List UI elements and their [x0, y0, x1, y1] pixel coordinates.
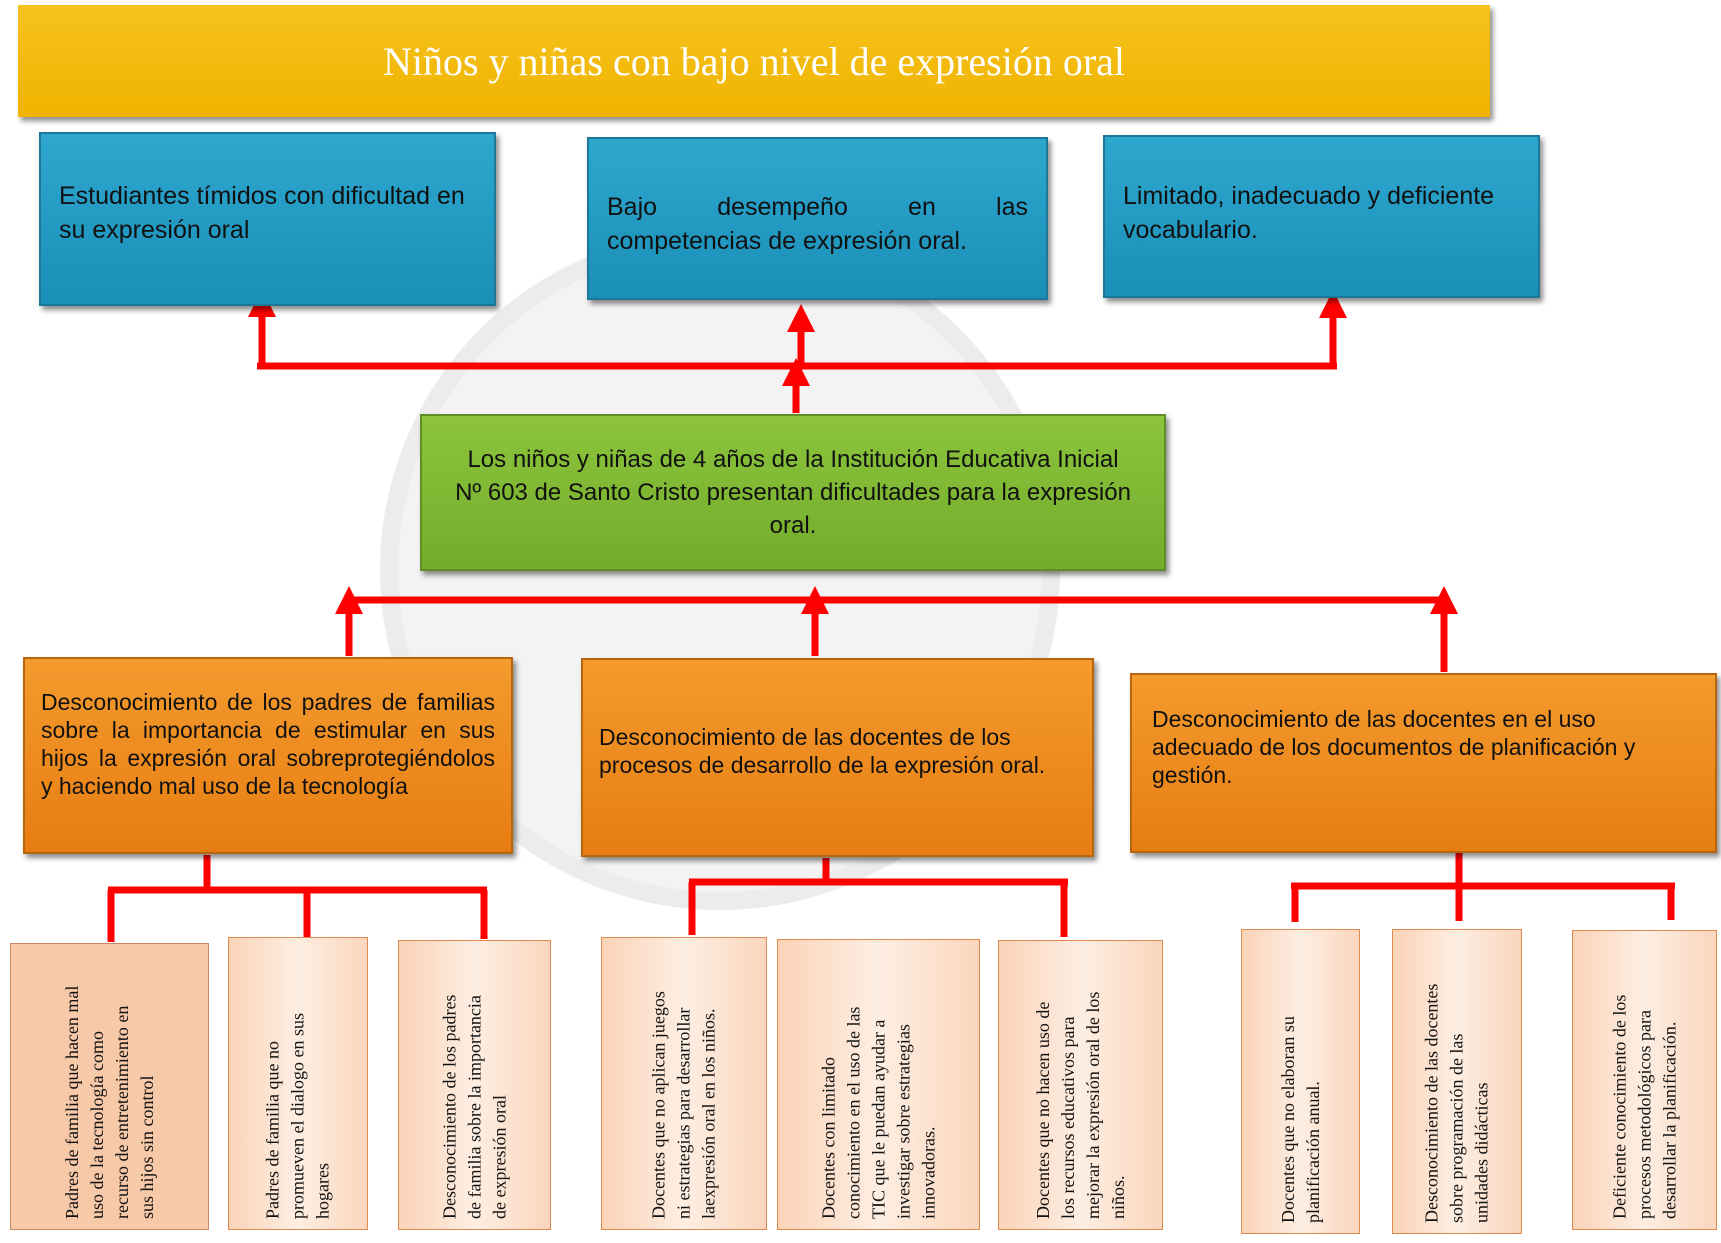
cause-box-1: Desconocimiento de los padres de familia… — [23, 657, 513, 854]
sub-cause-text-3: Desconocimiento de los padres de familia… — [439, 994, 509, 1219]
sub-cause-text-8: Desconocimiento de las docentes sobre pr… — [1421, 983, 1492, 1223]
effect-box-1: Estudiantes tímidos con dificultad en su… — [39, 132, 496, 306]
effect-box-3: Limitado, inadecuado y deficiente vocabu… — [1103, 135, 1540, 298]
sub-cause-box-9: Deficiente conocimiento de los procesos … — [1572, 930, 1717, 1230]
sub-cause-text-9: Deficiente conocimiento de los procesos … — [1609, 994, 1679, 1219]
sub-cause-text-7: Docentes que no elaboran su planificació… — [1277, 1016, 1323, 1223]
sub-cause-box-1: Padres de familia que hacen mal uso de l… — [10, 943, 209, 1230]
sub-cause-box-4: Docentes que no aplican juegos ni estrat… — [601, 937, 767, 1230]
sub-cause-box-6: Docentes que no hacen uso de los recurso… — [998, 940, 1163, 1230]
sub-cause-text-6: Docentes que no hacen uso de los recurso… — [1032, 991, 1128, 1219]
sub-cause-text-2: Padres de familia que no promueven el di… — [262, 1013, 333, 1219]
effect-text-1: Estudiantes tímidos con dificultad en su… — [59, 182, 465, 244]
cause-text-3: Desconocimiento de las docentes en el us… — [1152, 706, 1636, 788]
title-banner: Niños y niñas con bajo nivel de expresió… — [18, 5, 1490, 117]
cause-text-1: Desconocimiento de los padres de familia… — [41, 689, 495, 799]
sub-cause-text-5: Docentes con limitado conocimiento en el… — [818, 1006, 938, 1219]
cause-text-2: Desconocimiento de las docentes de los p… — [599, 724, 1046, 778]
sub-cause-box-8: Desconocimiento de las docentes sobre pr… — [1392, 929, 1522, 1234]
sub-cause-box-3: Desconocimiento de los padres de familia… — [398, 940, 551, 1230]
sub-cause-box-7: Docentes que no elaboran su planificació… — [1241, 929, 1360, 1234]
central-problem-box: Los niños y niñas de 4 años de la Instit… — [420, 414, 1166, 571]
sub-cause-text-1: Padres de familia que hacen mal uso de l… — [61, 985, 157, 1219]
effect-text-3: Limitado, inadecuado y deficiente vocabu… — [1123, 182, 1495, 244]
cause-box-2: Desconocimiento de las docentes de los p… — [581, 658, 1094, 857]
diagram-title: Niños y niñas con bajo nivel de expresió… — [382, 38, 1126, 84]
central-problem-text: Los niños y niñas de 4 años de la Instit… — [455, 446, 1131, 539]
sub-cause-text-4: Docentes que no aplican juegos ni estrat… — [648, 991, 719, 1219]
effect-text-2: Bajo desempeño en las competencias de ex… — [607, 193, 1028, 255]
sub-cause-box-2: Padres de familia que no promueven el di… — [228, 937, 368, 1230]
effect-box-2: Bajo desempeño en las competencias de ex… — [587, 137, 1048, 300]
sub-cause-box-5: Docentes con limitado conocimiento en el… — [777, 939, 980, 1230]
cause-box-3: Desconocimiento de las docentes en el us… — [1130, 673, 1717, 853]
